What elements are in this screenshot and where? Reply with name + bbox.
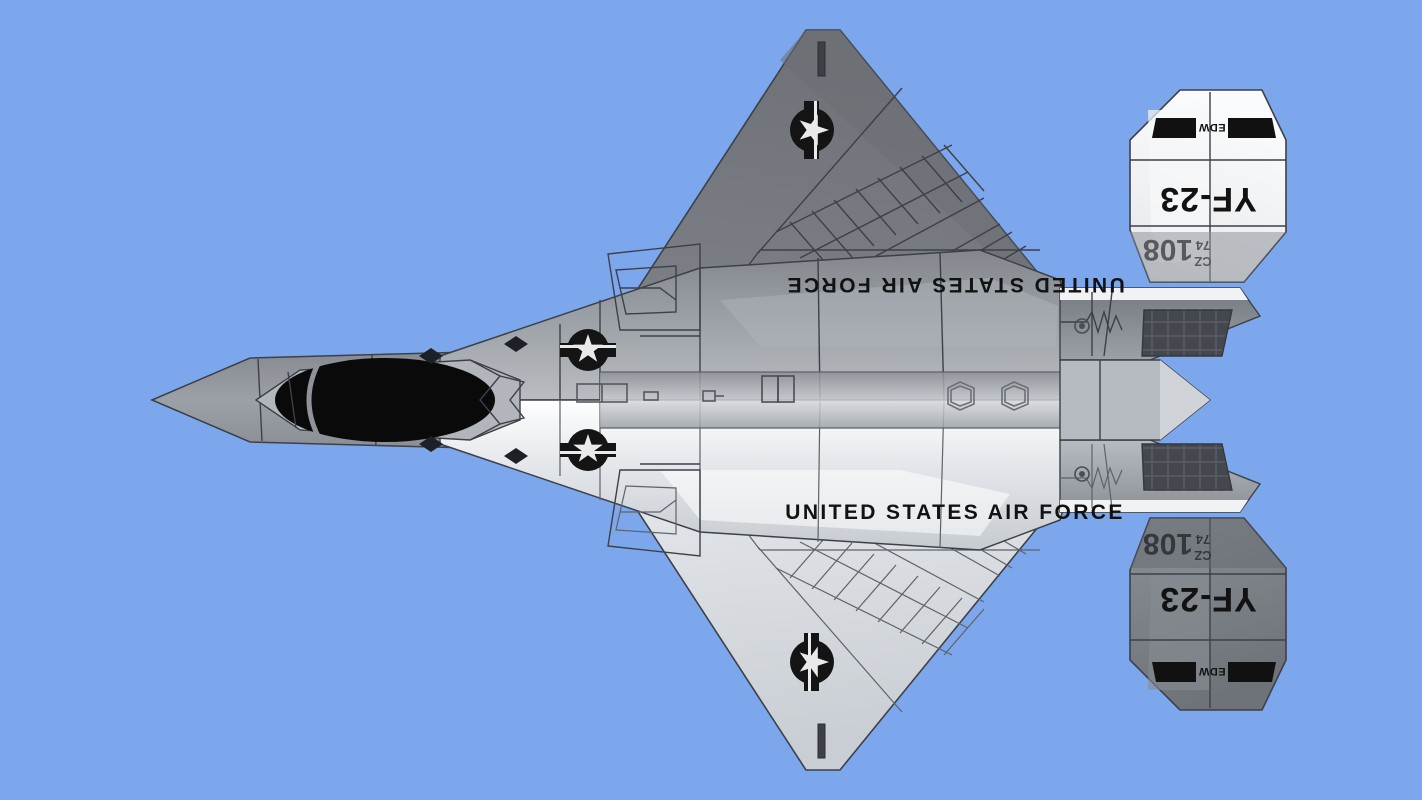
port-v-tail: EDW YF-23 108 74 CZ — [1129, 89, 1287, 283]
roundel-fuselage-starboard — [560, 429, 616, 471]
fuselage-access-hatches — [576, 375, 795, 403]
starboard-v-tail-panel-shade — [1148, 538, 1210, 690]
port-exhaust-tiles — [1141, 309, 1233, 357]
panel-diamond-upper-2 — [504, 336, 528, 352]
starboard-tail-tip-stencil: EDW — [1198, 665, 1225, 677]
port-tail-stripe-right — [1228, 118, 1276, 138]
fuselage-stencil-upper: UNITED STATES AIR FORCE — [785, 273, 1124, 296]
starboard-tail-serial-prefix-bottom: CZ — [1194, 548, 1211, 563]
forward-fuselage-panels — [419, 336, 528, 464]
starboard-nacelle-port-ring — [1074, 466, 1090, 482]
port-tail-tip-stencil: EDW — [1198, 121, 1225, 133]
starboard-nacelle-lip-highlight — [1060, 500, 1248, 512]
panel-diamond-lower — [419, 436, 443, 452]
starboard-tail-serial-prefix-top: 74 — [1195, 532, 1210, 547]
fuselage-spine-band — [600, 372, 1060, 428]
port-nacelle-port-ring — [1074, 318, 1090, 334]
spine-access-panel — [947, 381, 1029, 411]
starboard-nacelle-port-dot — [1079, 471, 1085, 477]
roundel-port-wing — [790, 101, 834, 159]
starboard-v-tail: EDW YF-23 108 74 CZ — [1129, 517, 1287, 711]
port-wing-leading-shade — [780, 30, 1060, 318]
starboard-tail-serial: 108 — [1143, 527, 1193, 560]
weapons-bay-panel — [607, 243, 701, 557]
port-wingtip-slot — [817, 41, 826, 77]
fuselage-lower-sheen — [660, 470, 1010, 536]
panel-diamond-lower-2 — [504, 448, 528, 464]
canopy-bow-frame — [306, 362, 321, 438]
starboard-wingtip-slot — [817, 723, 826, 759]
starboard-exhaust-trough — [1059, 439, 1262, 513]
roundel-starboard-wing — [790, 633, 834, 691]
port-tail-stripe-left — [1152, 118, 1196, 138]
roundel-fuselage-port — [560, 329, 616, 371]
starboard-v-tail-root-shadow — [1130, 518, 1286, 568]
port-exhaust-trough — [1059, 287, 1262, 361]
starboard-tail-designation: YF-23 — [1159, 580, 1257, 618]
cockpit-canopy — [254, 358, 521, 442]
tailcone-tip-highlight — [1160, 360, 1210, 440]
fuselage-stencil-lower: UNITED STATES AIR FORCE — [785, 501, 1124, 524]
starboard-exhaust-tiles — [1141, 443, 1233, 491]
starboard-tail-stripe-left — [1152, 662, 1196, 682]
port-tail-designation: YF-23 — [1159, 180, 1257, 218]
port-nacelle-port-dot — [1079, 323, 1085, 329]
canopy-glass — [275, 358, 495, 442]
port-v-tail-root-shadow — [1130, 232, 1286, 282]
port-nacelle-lip-highlight — [1060, 288, 1248, 300]
fuselage-upper-sheen — [720, 278, 1058, 346]
port-v-tail-panel-shade — [1148, 110, 1210, 262]
panel-diamond-upper — [419, 348, 443, 364]
starboard-tail-stripe-right — [1228, 662, 1276, 682]
